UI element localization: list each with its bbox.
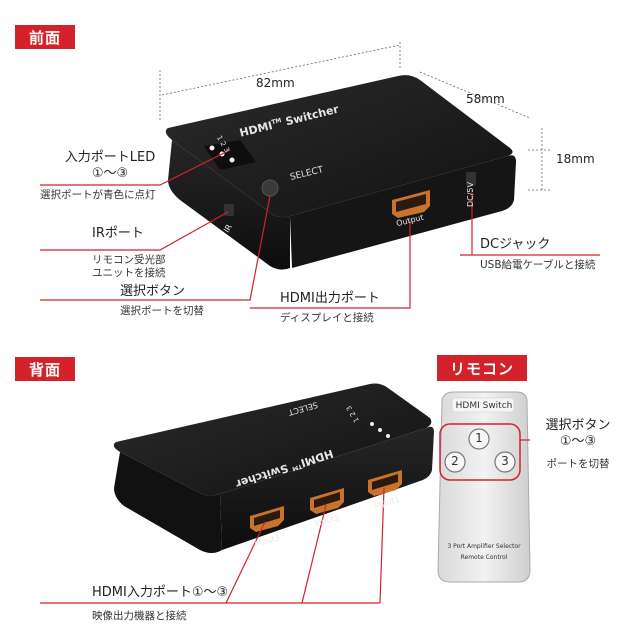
front-dc-label: DC/5V [466,181,476,208]
inputs-callout-title: HDMI入力ポート①～③ [92,585,229,600]
led-callout-range: ①～③ [91,166,129,181]
output-callout-title: HDMI出力ポート [280,291,380,306]
dimension-height: 18mm [556,152,595,166]
select-callout-title: 選択ボタン [120,284,186,299]
remote-select-callout-title: 選択ボタン [545,418,611,433]
remote-button-2: 2 [451,454,459,468]
ir-port-shape [224,204,234,216]
select-button-shape [261,179,279,197]
remote-control [437,391,531,583]
remote-select-callout-range: ①～③ [559,434,597,449]
remote-footer-line1: 3 Port Amplifier Selector [447,543,521,550]
remote-section-tag: リモコン [437,355,527,381]
dimension-lines [159,40,552,191]
dc-callout-title: DCジャック [480,237,551,252]
inputs-callout-desc: 映像出力機器と接続 [92,610,187,622]
dc-callout-desc: USB給電ケーブルと接続 [480,259,596,271]
led-callout-title: 入力ポートLED [64,150,156,165]
led-callout-desc: 選択ポートが青色に点灯 [40,189,156,201]
front-callout-lines [40,149,600,309]
ir-callout-title: IRポート [92,226,144,241]
dimension-depth: 58mm [466,92,505,106]
remote-button-highlight [439,423,521,481]
front-device [165,75,516,270]
remote-title: HDMI Switch [455,401,513,411]
remote-button-3: 3 [501,454,509,468]
front-section-tag: 前面 [15,25,75,49]
back-callout-lines [40,487,385,604]
remote-footer-line2: Remote Control [460,554,508,561]
back-section-tag: 背面 [15,357,75,381]
select-callout-desc: 選択ポートを切替 [120,305,204,317]
remote-button-1: 1 [475,431,483,445]
output-callout-desc: ディスプレイと接続 [280,312,374,324]
ir-callout-desc1: リモコン受光部 [92,254,166,266]
ir-callout-desc2: ユニットを接続 [92,267,166,279]
hdmi-input-ports [250,470,402,532]
dimension-width: 82mm [256,76,295,90]
remote-select-callout-desc: ポートを切替 [546,458,610,470]
